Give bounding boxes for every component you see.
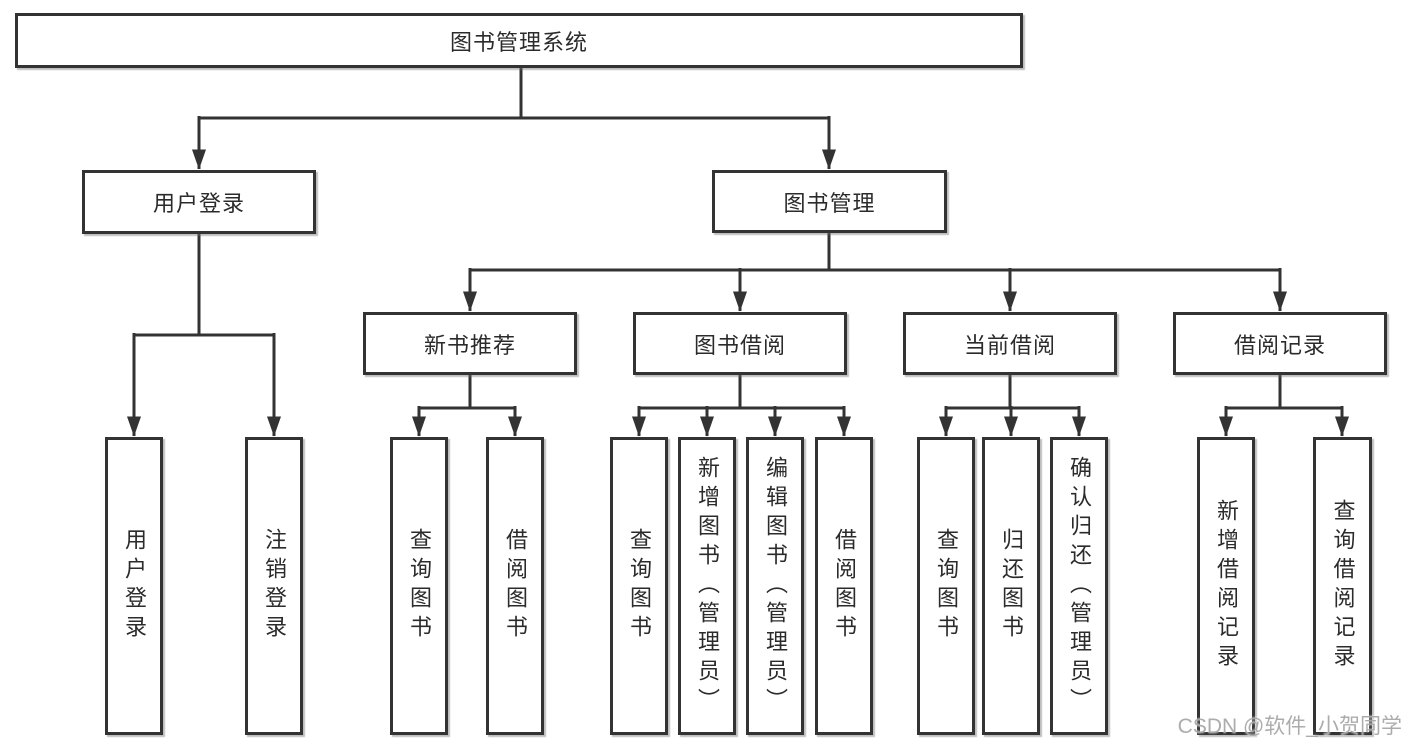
- leaf-borrowing-borrow-books: 借阅图书: [815, 437, 873, 735]
- leaf-newbook-query-books: 查询图书: [390, 437, 448, 735]
- csdn-watermark: CSDN @软件_小贺同学: [1177, 715, 1402, 738]
- leaf-newbook-borrow-books: 借阅图书: [486, 437, 544, 735]
- leaf-borrowing-edit-books-admin: 编辑图书（管理员）: [746, 437, 804, 735]
- leaf-borrowing-add-books-admin: 新增图书（管理员）: [678, 437, 736, 735]
- leaf-user-login: 用户登录: [105, 437, 163, 735]
- leaf-newbook-query-books-label: 查询图书: [407, 528, 432, 644]
- node-library-system: 图书管理系统: [15, 13, 1023, 68]
- node-new-book-recommend: 新书推荐: [363, 312, 577, 375]
- node-book-borrowing: 图书借阅: [633, 312, 847, 375]
- leaf-current-confirm-return-admin: 确认归还（管理员）: [1050, 437, 1108, 735]
- leaf-borrowing-add-books-admin-label: 新增图书（管理员）: [695, 455, 720, 717]
- leaf-newbook-borrow-books-label: 借阅图书: [503, 528, 528, 644]
- leaf-records-query-record-label: 查询借阅记录: [1330, 499, 1356, 673]
- leaf-current-return-books: 归还图书: [982, 437, 1040, 735]
- node-current-borrowing: 当前借阅: [903, 312, 1117, 375]
- leaf-borrowing-borrow-books-label: 借阅图书: [832, 528, 857, 644]
- leaf-borrowing-edit-books-admin-label: 编辑图书（管理员）: [763, 455, 788, 717]
- leaf-current-confirm-return-admin-label: 确认归还（管理员）: [1067, 455, 1092, 717]
- node-user-login: 用户登录: [82, 170, 316, 234]
- node-borrowing-records: 借阅记录: [1173, 312, 1387, 375]
- leaf-current-return-books-label: 归还图书: [999, 528, 1024, 644]
- leaf-logout-login: 注销登录: [245, 437, 303, 735]
- leaf-borrowing-query-books-label: 查询图书: [627, 528, 652, 644]
- leaf-user-login-label: 用户登录: [122, 528, 147, 644]
- leaf-logout-login-label: 注销登录: [262, 528, 287, 644]
- leaf-current-query-books: 查询图书: [917, 437, 975, 735]
- leaf-records-query-record: 查询借阅记录: [1313, 437, 1372, 735]
- leaf-borrowing-query-books: 查询图书: [610, 437, 668, 735]
- node-book-management: 图书管理: [712, 170, 947, 233]
- leaf-records-add-record-label: 新增借阅记录: [1214, 499, 1239, 673]
- leaf-current-query-books-label: 查询图书: [934, 528, 959, 644]
- leaf-records-add-record: 新增借阅记录: [1197, 437, 1255, 735]
